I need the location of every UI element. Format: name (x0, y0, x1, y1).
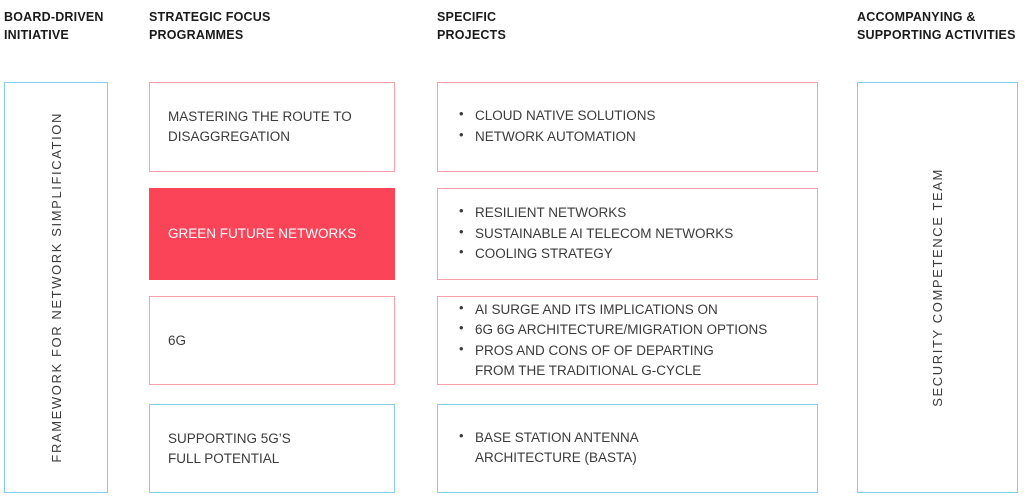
column-header-board-driven-initiative: BOARD-DRIVEN INITIATIVE (4, 10, 104, 43)
project-item: AI SURGE AND ITS IMPLICATIONS ON (458, 299, 807, 320)
programme-label-2: GREEN FUTURE NETWORKS (168, 226, 357, 242)
programme-label-1: MASTERING THE ROUTE TO DISAGGREGATION (168, 109, 352, 144)
security-competence-team-label: SECURITY COMPETENCE TEAM (930, 168, 945, 407)
programme-card-2[interactable]: GREEN FUTURE NETWORKS (149, 188, 395, 280)
project-item: COOLING STRATEGY (458, 243, 807, 264)
projects-card-3[interactable]: AI SURGE AND ITS IMPLICATIONS ON 6G 6G A… (437, 296, 818, 385)
board-driven-initiative-card: FRAMEWORK FOR NETWORK SIMPLIFICATION (4, 82, 108, 493)
projects-card-2[interactable]: RESILIENT NETWORKS SUSTAINABLE AI TELECO… (437, 188, 818, 280)
projects-list-1: CLOUD NATIVE SOLUTIONS NETWORK AUTOMATIO… (438, 105, 817, 147)
project-item: CLOUD NATIVE SOLUTIONS (458, 105, 807, 126)
projects-card-1[interactable]: CLOUD NATIVE SOLUTIONS NETWORK AUTOMATIO… (437, 82, 818, 172)
programme-label-3: 6G (168, 332, 187, 348)
project-item: BASE STATION ANTENNA ARCHITECTURE (BASTA… (458, 427, 807, 467)
column-header-strategic-focus-programmes: STRATEGIC FOCUS PROGRAMMES (149, 10, 271, 43)
projects-card-4[interactable]: BASE STATION ANTENNA ARCHITECTURE (BASTA… (437, 404, 818, 493)
programme-card-4[interactable]: SUPPORTING 5G’S FULL POTENTIAL (149, 404, 395, 493)
programme-card-3[interactable]: 6G (149, 296, 395, 385)
project-item: NETWORK AUTOMATION (458, 126, 807, 147)
project-item: 6G 6G ARCHITECTURE/MIGRATION OPTIONS (458, 319, 807, 340)
column-header-specific-projects: SPECIFIC PROJECTS (437, 10, 506, 43)
project-item: SUSTAINABLE AI TELECOM NETWORKS (458, 223, 807, 244)
projects-list-4: BASE STATION ANTENNA ARCHITECTURE (BASTA… (438, 427, 817, 468)
projects-list-2: RESILIENT NETWORKS SUSTAINABLE AI TELECO… (438, 202, 817, 265)
programme-label-4: SUPPORTING 5G’S FULL POTENTIAL (168, 430, 291, 466)
column-header-accompanying-supporting-activities: ACCOMPANYING & SUPPORTING ACTIVITIES (857, 10, 1016, 43)
projects-list-3: AI SURGE AND ITS IMPLICATIONS ON 6G 6G A… (438, 299, 817, 381)
project-item: RESILIENT NETWORKS (458, 202, 807, 223)
project-item: PROS AND CONS OF OF DEPARTING FROM THE T… (458, 340, 807, 380)
programme-card-1[interactable]: MASTERING THE ROUTE TO DISAGGREGATION (149, 82, 395, 172)
board-driven-initiative-label: FRAMEWORK FOR NETWORK SIMPLIFICATION (48, 112, 64, 463)
accompanying-supporting-activities-card: SECURITY COMPETENCE TEAM (857, 82, 1018, 493)
